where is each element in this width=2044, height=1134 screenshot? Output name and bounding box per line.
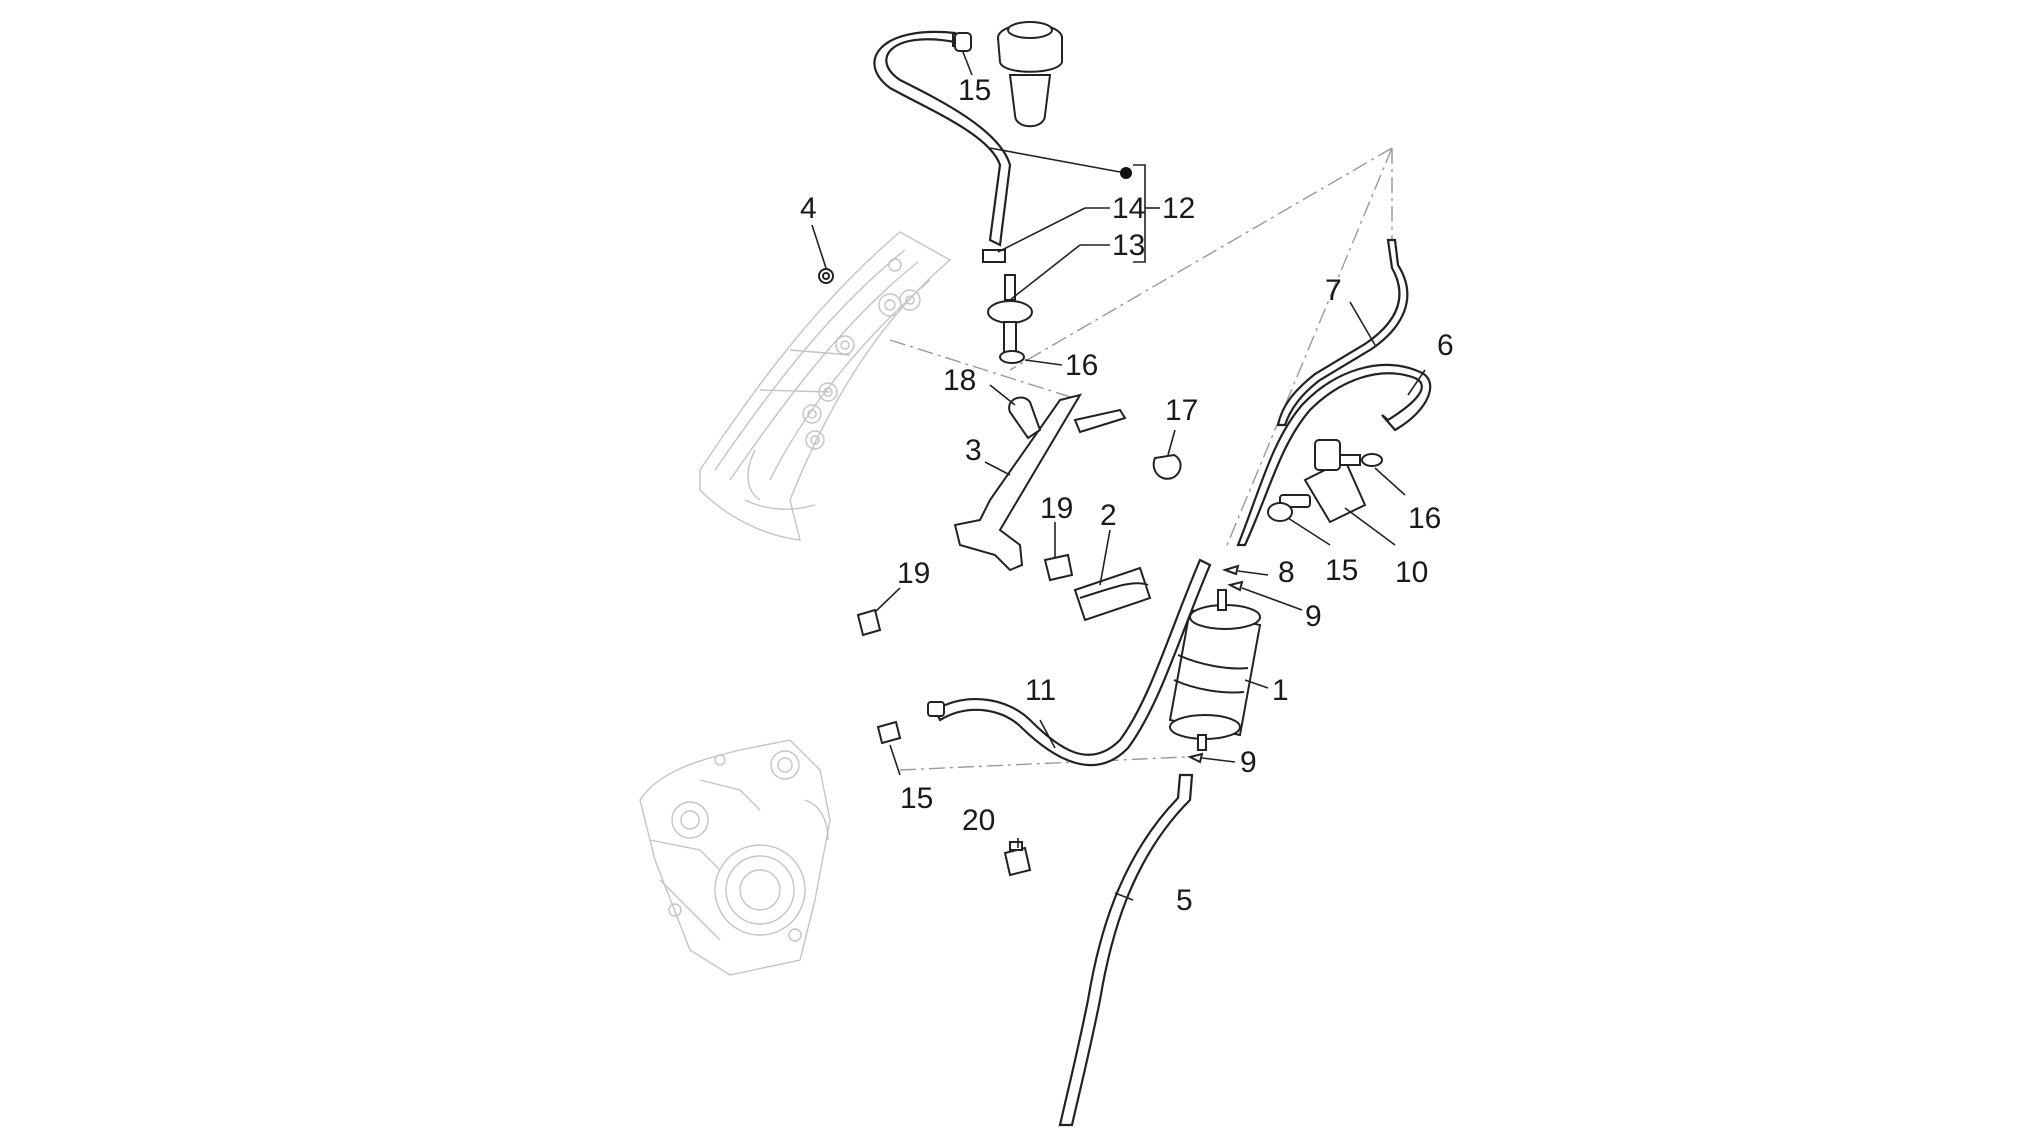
callout-9-upper: 9: [1305, 600, 1322, 633]
valve-13: [987, 274, 1033, 353]
callout-4: 4: [800, 192, 817, 225]
callout-9-lower: 9: [1240, 746, 1257, 779]
callout-15-top: 15: [958, 74, 991, 107]
washer-9-upper: [1227, 580, 1244, 592]
callout-8: 8: [1278, 556, 1295, 589]
callout-19-left: 19: [897, 557, 930, 590]
callout-18: 18: [943, 364, 976, 397]
callout-14: 14: [1112, 192, 1145, 225]
fitting-15-top: [954, 32, 972, 52]
frame-panel-ghost: [699, 231, 952, 541]
fastener-19-left: [856, 608, 882, 637]
upper-breather-hose: [873, 30, 1012, 247]
hose-5: [1058, 773, 1194, 1127]
callout-16-upper: 16: [1065, 349, 1098, 382]
clamp-17: [1152, 453, 1182, 480]
callout-19-right: 19: [1040, 492, 1073, 525]
callout-11: 11: [1025, 674, 1056, 707]
callout-13: 13: [1112, 229, 1145, 262]
connector-20: [1003, 841, 1032, 877]
bracket-3: [953, 393, 1127, 572]
callout-16-right: 16: [1408, 502, 1441, 535]
hose-6: [1236, 363, 1432, 547]
strap-2: [1073, 566, 1152, 622]
callout-2: 2: [1100, 499, 1117, 532]
leader-lines: [811, 51, 1426, 901]
callout-20: 20: [962, 804, 995, 837]
washer-9-lower: [1187, 752, 1204, 764]
callout-1: 1: [1272, 674, 1289, 707]
throttle-body-ghost: [639, 739, 831, 976]
clip-16-upper: [999, 350, 1025, 364]
callout-5: 5: [1176, 884, 1193, 917]
callout-15-right: 15: [1325, 554, 1358, 587]
callout-labels: 1 2 3 4 5 6 7 8 9 9 10 11 12 13 14 15 15…: [800, 74, 1454, 917]
callout-10: 10: [1395, 556, 1428, 589]
callout-6: 6: [1437, 329, 1454, 362]
washer-8: [1221, 564, 1240, 576]
callout-7: 7: [1325, 274, 1342, 307]
fitting-15-lower: [876, 720, 902, 745]
callout-12: 12: [1162, 192, 1195, 225]
fastener-19-right: [1043, 553, 1074, 582]
nut-4: [818, 268, 834, 284]
assembly-axes: [889, 147, 1393, 771]
clip-16-right: [1361, 453, 1383, 467]
callout-15-lower: 15: [900, 782, 933, 815]
collar-14: [982, 249, 1006, 263]
clamp-18: [1008, 396, 1042, 440]
callout-3: 3: [965, 434, 982, 467]
hose-7: [1276, 238, 1409, 427]
hose-11: [927, 558, 1212, 767]
cap-15-right: [1267, 502, 1293, 522]
reference-dot: [1120, 167, 1132, 179]
filler-neck: [997, 21, 1063, 128]
callout-17: 17: [1165, 394, 1198, 427]
solenoid-10: [1279, 439, 1367, 524]
